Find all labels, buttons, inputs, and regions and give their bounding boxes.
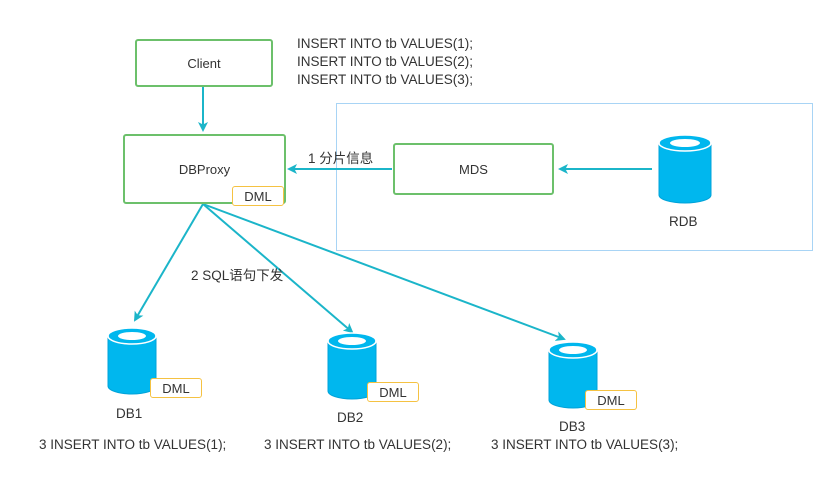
db2-label: DB2 xyxy=(337,410,364,425)
shard-info-label: 1 分片信息 xyxy=(308,151,374,166)
client-sql-line-3: INSERT INTO tb VALUES(3); xyxy=(297,72,474,87)
metadata-region xyxy=(336,103,813,251)
mds-label: MDS xyxy=(459,161,488,177)
dbproxy-label: DBProxy xyxy=(178,161,231,177)
db2-sql-text: 3 INSERT INTO tb VALUES(2); xyxy=(264,437,452,452)
rdb-cylinder-icon xyxy=(658,134,712,204)
sql-dispatch-label: 2 SQL语句下发 xyxy=(191,268,284,283)
client-label: Client xyxy=(187,55,221,71)
dbproxy-to-db1-arrow xyxy=(133,203,204,322)
db1-cylinder-icon xyxy=(107,327,157,395)
db1-sql-text: 3 INSERT INTO tb VALUES(1); xyxy=(39,437,227,452)
mds-node: MDS xyxy=(393,143,554,195)
db3-sql-text: 3 INSERT INTO tb VALUES(3); xyxy=(491,437,679,452)
db2-dml-badge: DML xyxy=(367,382,419,402)
dbproxy-to-db2-arrow xyxy=(202,203,354,334)
db1-dml-badge: DML xyxy=(150,378,202,398)
rdb-label: RDB xyxy=(669,214,698,229)
client-sql-line-1: INSERT INTO tb VALUES(1); xyxy=(297,36,474,51)
dbproxy-to-db3-arrow xyxy=(202,203,566,341)
client-node: Client xyxy=(135,39,273,87)
db2-cylinder-icon xyxy=(327,332,377,400)
dbproxy-dml-badge: DML xyxy=(232,186,284,206)
db3-dml-badge: DML xyxy=(585,390,637,410)
db3-label: DB3 xyxy=(559,419,586,434)
client-sql-line-2: INSERT INTO tb VALUES(2); xyxy=(297,54,474,69)
db1-label: DB1 xyxy=(116,406,143,421)
